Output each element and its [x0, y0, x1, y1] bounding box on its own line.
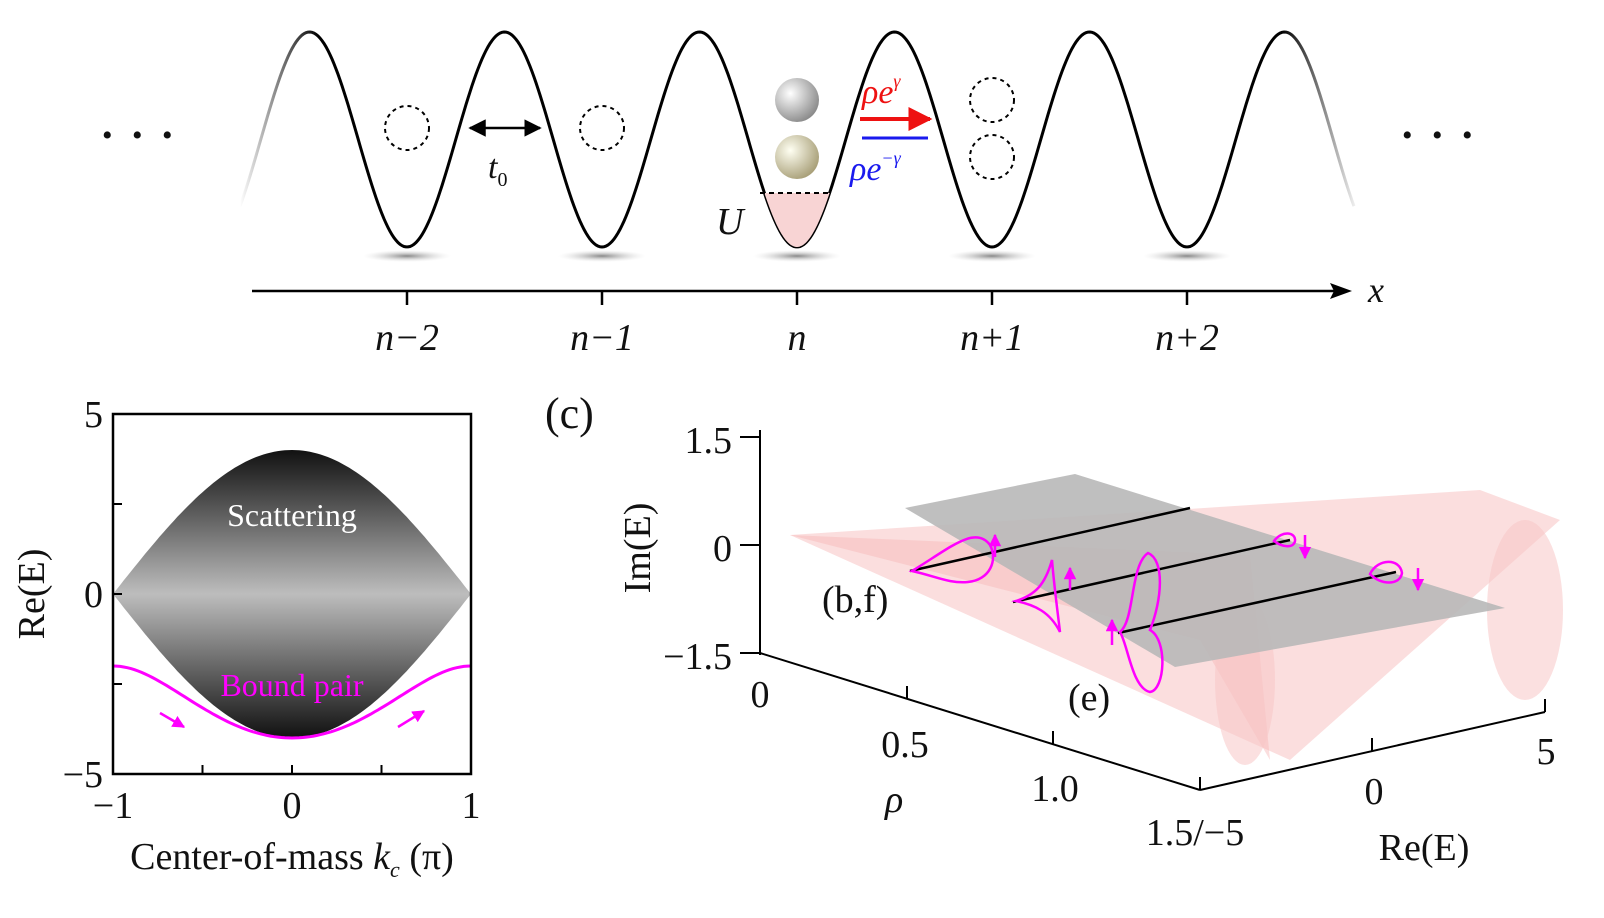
bound-arrow-right [397, 709, 426, 729]
panel-a-lattice: • • • • • • t0 U ρeγ ρe−γ x n−2 n−1 n n+1 n+… [102, 30, 1479, 359]
bound-arrow-left [159, 711, 186, 729]
z-tick-neg1.5: −1.5 [663, 636, 732, 678]
annotation-bf: (b,f) [822, 579, 888, 621]
branch-line-3 [1117, 570, 1397, 635]
im-zero-plane [905, 474, 1505, 667]
forward-hop-label: ρeγ [861, 71, 901, 111]
site-label-2: n [788, 317, 807, 359]
z-tick-0: 0 [713, 528, 732, 570]
rho-tick-label-1.5: 1.5/−5 [1146, 812, 1245, 854]
loop-e [1118, 551, 1164, 694]
loop-small-2 [1368, 560, 1404, 584]
re-axis-label: Re(E) [1379, 827, 1470, 869]
re-tick-label-0: 0 [1365, 771, 1384, 813]
panel-b-ticks: −1 0 1 5 0 −5 [63, 394, 481, 827]
ellipsis-left: • • • [102, 119, 179, 152]
rho-axis [759, 652, 1201, 791]
well-shadow-1 [558, 250, 646, 262]
site-ticks: n−2 n−1 n n+1 n+2 [375, 291, 1219, 359]
well-shadow-3 [948, 250, 1036, 262]
empty-site-n-1 [579, 105, 625, 151]
b-ytick-label-1: 0 [84, 574, 103, 616]
branch-line-1 [909, 506, 1191, 573]
x-axis-label: x [1367, 270, 1384, 310]
branch-line-2 [1012, 538, 1291, 604]
scattering-band [113, 450, 471, 738]
b-ytick-label-2: −5 [63, 754, 103, 796]
boson-bottom [775, 135, 819, 179]
panel-b-spectrum: −1 0 1 5 0 −5 Scattering Bound pair Re(E) Cen… [11, 394, 481, 882]
hopping-label: t0 [488, 149, 507, 191]
b-ytick-label-0: 5 [84, 394, 103, 436]
panel-c-3d: (c) 1.5 0 −1.5 Im(E) 0 0.5 1.0 1.5/−5 ρ … [545, 389, 1563, 869]
rho-tick-label-0: 0 [751, 674, 770, 716]
empty-site-n+1-bottom [969, 134, 1015, 180]
well-shadow-2 [753, 250, 841, 262]
x-axis-arrowhead [1330, 283, 1352, 299]
well-shadow-4 [1143, 250, 1231, 262]
loop-bf [908, 536, 995, 584]
boson-top [775, 78, 819, 122]
y-axis-label: Re(E) [11, 549, 53, 640]
well-shadow-0 [363, 250, 451, 262]
b-xtick-label-0: −1 [93, 785, 133, 827]
loop-mid [1011, 559, 1062, 633]
site-label-0: n−2 [375, 317, 439, 359]
interaction-label: U [716, 201, 746, 243]
site-label-1: n−1 [570, 317, 634, 359]
site-label-3: n+1 [960, 317, 1024, 359]
rho-tick-label-0.5: 0.5 [881, 724, 929, 766]
empty-site-n-2 [384, 105, 430, 151]
annotation-e: (e) [1068, 677, 1110, 719]
loop-small-1 [1272, 532, 1297, 548]
z-tick-1.5: 1.5 [685, 420, 733, 462]
bound-pair-curve [112, 664, 472, 740]
interaction-fill [764, 193, 830, 247]
re-tick-label-5: 5 [1537, 731, 1556, 773]
ellipsis-right: • • • [1402, 119, 1479, 152]
rho-axis-label: ρ [884, 779, 903, 821]
rho-tick-label-1.0: 1.0 [1031, 768, 1079, 810]
backward-hop-label: ρe−γ [849, 148, 902, 188]
b-xtick-label-2: 1 [462, 785, 481, 827]
x-axis-label: Center-of-mass kc (π) [130, 836, 454, 882]
cone-rim-right [1487, 520, 1563, 700]
scattering-label: Scattering [227, 497, 357, 533]
b-xtick-label-1: 0 [283, 785, 302, 827]
well-shadows [363, 250, 1231, 262]
site-label-4: n+2 [1155, 317, 1219, 359]
panel-label: (c) [545, 389, 594, 438]
bound-pair-label: Bound pair [220, 667, 363, 703]
empty-site-n+1-top [969, 77, 1015, 123]
z-axis-label: Im(E) [617, 503, 659, 594]
